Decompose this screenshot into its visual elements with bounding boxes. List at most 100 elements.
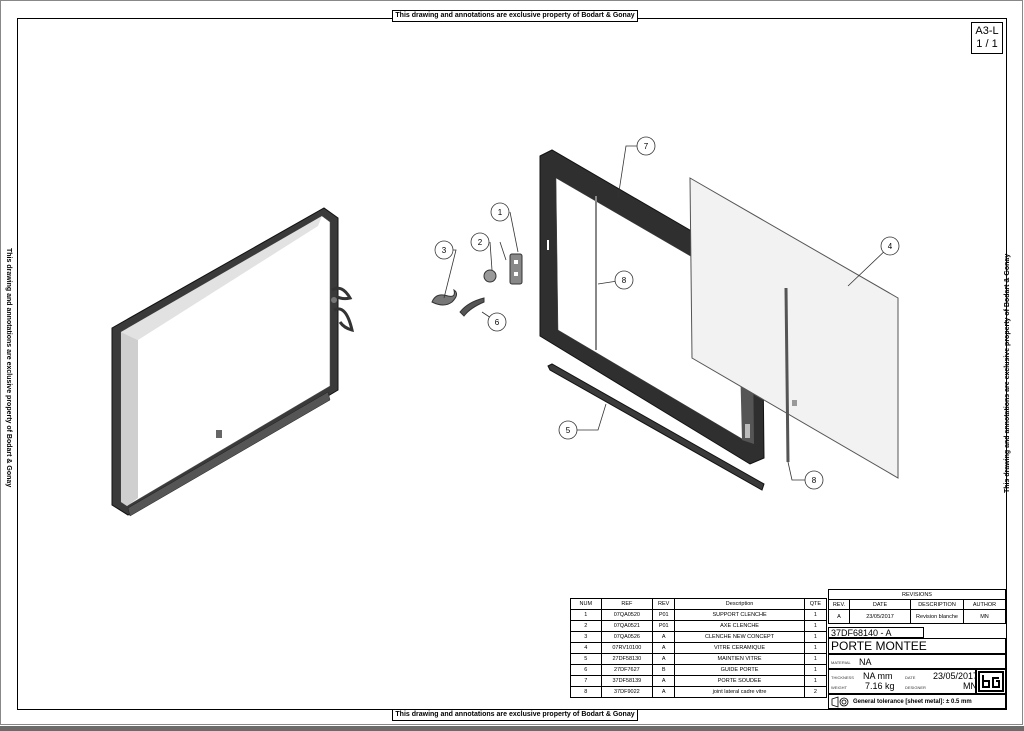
balloon-3: 3: [434, 240, 454, 260]
bom-cell: SUPPORT CLENCHE: [674, 609, 805, 621]
bom-cell: 1: [570, 609, 602, 621]
bom-cell: 07QA0521: [600, 620, 654, 632]
side-joint: [784, 287, 790, 463]
balloon-8a: 8: [614, 270, 634, 290]
rev-col-description: DESCRIPTION: [910, 599, 964, 610]
revision-row: A 23/05/2017 Revision blanche MN: [828, 609, 1006, 624]
thickness-label: THICKNESS: [831, 675, 854, 680]
bom-cell: 27DF58130: [600, 653, 654, 665]
bom-cell: 2: [570, 620, 602, 632]
title-block: REVISIONS REV. DATE DESCRIPTION AUTHOR A…: [828, 589, 1006, 709]
bom-col-rev: REV: [652, 598, 676, 610]
balloon-6: 6: [487, 312, 507, 332]
bom-cell: 1: [803, 664, 828, 676]
bom-cell: AXE CLENCHE: [674, 620, 805, 632]
bom-cell: 37DF9022: [600, 686, 654, 698]
bom-cell: GUIDE PORTE: [674, 664, 805, 676]
sheet-format: A3-L: [975, 25, 999, 37]
thickness-value: NA mm: [863, 671, 893, 681]
material-value: NA: [859, 657, 872, 667]
bom-cell: 27DF7627: [600, 664, 654, 676]
bom-cell: 1: [803, 609, 828, 621]
bom-cell: B: [652, 664, 676, 676]
balloon-2-label: 2: [478, 238, 483, 247]
drawing-title: PORTE MONTEE: [828, 638, 1006, 654]
sheet-page: 1 / 1: [976, 38, 998, 50]
designer-value: MN: [963, 681, 977, 691]
bg-logo-icon: [978, 671, 1004, 692]
bom-cell: 1: [803, 642, 828, 654]
drawing-reference: 37DF68140 - A: [828, 627, 924, 638]
material-box: MATERIAL NA: [828, 654, 1006, 669]
balloon-5-label: 5: [566, 426, 571, 435]
balloon-8a-label: 8: [622, 276, 627, 285]
bom-cell: 1: [803, 631, 828, 643]
latch-parts: [431, 253, 523, 317]
weight-label: WEIGHT: [831, 685, 847, 690]
assembled-door: [111, 207, 355, 517]
bom-cell: A: [652, 675, 676, 687]
bom-cell: A: [652, 631, 676, 643]
bom-header: NUM REF REV Description QTE: [570, 598, 828, 610]
bom-cell: joint lateral cadre vitre: [674, 686, 805, 698]
balloon-3-label: 3: [442, 246, 447, 255]
rev-cell: 23/05/2017: [849, 609, 911, 624]
rev-col-author: AUTHOR: [963, 599, 1006, 610]
general-tolerance: General tolerance [sheet metal]: ± 0.5 m…: [853, 699, 972, 705]
property-note-top: This drawing and annotations are exclusi…: [392, 10, 638, 22]
bom-cell: 37DF58139: [600, 675, 654, 687]
company-logo: [976, 669, 1006, 694]
rev-col-rev: REV.: [828, 599, 850, 610]
bom-cell: 4: [570, 642, 602, 654]
bom-col-ref: REF: [600, 598, 654, 610]
weight-value: 7.16 kg: [865, 681, 895, 691]
bom-cell: A: [652, 686, 676, 698]
balloon-4: 4: [880, 236, 900, 256]
bom-cell: 07QA0526: [600, 631, 654, 643]
balloon-6-label: 6: [495, 318, 500, 327]
balloon-5: 5: [558, 420, 578, 440]
balloon-7: 7: [636, 136, 656, 156]
bom-col-num: NUM: [570, 598, 602, 610]
date-label: DATE: [905, 675, 916, 680]
sheet-format-box: A3-L 1 / 1: [971, 22, 1003, 54]
properties-box: THICKNESS NA mm WEIGHT 7.16 kg DATE 23/0…: [828, 669, 978, 694]
bom-col-description: Description: [674, 598, 805, 610]
bom-cell: P01: [652, 609, 676, 621]
bom-cell: 7: [570, 675, 602, 687]
bom-cell: 07QA0520: [600, 609, 654, 621]
bom-cell: CLENCHE NEW CONCEPT: [674, 631, 805, 643]
bom-cell: 6: [570, 664, 602, 676]
bom-cell: 3: [570, 631, 602, 643]
rev-cell: A: [828, 609, 850, 624]
bom-cell: MAINTIEN VITRE: [674, 653, 805, 665]
bom-cell: 2: [803, 686, 828, 698]
bom-cell: 1: [803, 620, 828, 632]
rev-cell: Revision blanche: [910, 609, 964, 624]
projection-symbol-icon: [831, 696, 849, 708]
rev-col-date: DATE: [849, 599, 911, 610]
window-bottom-strip: [0, 726, 1024, 731]
balloon-1-label: 1: [498, 208, 503, 217]
bom-cell: A: [652, 642, 676, 654]
bom-cell: 07RV10100: [600, 642, 654, 654]
bom-cell: 5: [570, 653, 602, 665]
balloon-8b-label: 8: [812, 476, 817, 485]
bom-cell: 1: [803, 653, 828, 665]
revisions-table: REVISIONS REV. DATE DESCRIPTION AUTHOR A…: [828, 589, 1006, 624]
revisions-title: REVISIONS: [828, 589, 1006, 600]
balloon-1: 1: [490, 202, 510, 222]
bom-cell: VITRE CERAMIQUE: [674, 642, 805, 654]
